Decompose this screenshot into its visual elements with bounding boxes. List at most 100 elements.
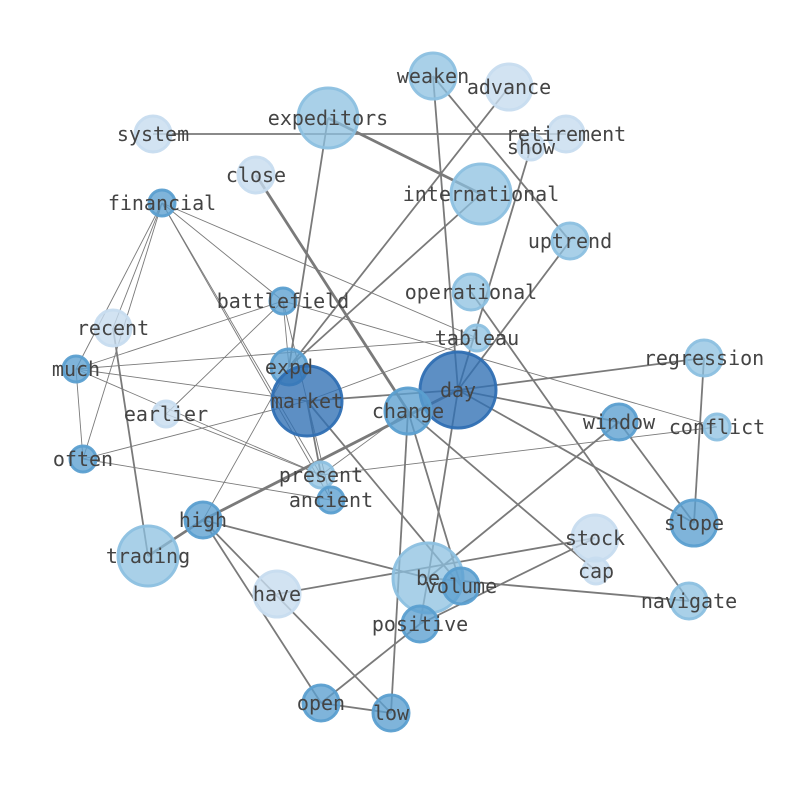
node-label-window: window xyxy=(583,410,656,434)
node-label-financial: financial xyxy=(108,191,216,215)
edge-high-be xyxy=(202,519,429,579)
edge-financial-recent xyxy=(112,202,163,329)
node-much[interactable] xyxy=(61,354,91,384)
node-label-change: change xyxy=(372,399,444,423)
node-positive[interactable] xyxy=(400,604,440,644)
node-layer xyxy=(61,51,732,733)
node-low[interactable] xyxy=(371,693,411,733)
edge-window-be xyxy=(427,421,620,579)
node-label-often: often xyxy=(53,447,113,471)
node-ancient[interactable] xyxy=(316,485,346,515)
edge-international-expd xyxy=(288,193,482,368)
edge-close-change xyxy=(254,174,410,412)
node-label-trading: trading xyxy=(106,544,190,568)
node-open[interactable] xyxy=(301,683,341,723)
node-label-positive: positive xyxy=(372,612,468,636)
node-label-weaken: weaken xyxy=(397,64,469,88)
node-slope[interactable] xyxy=(669,498,719,548)
node-label-high: high xyxy=(179,508,227,532)
edge-financial-tableau xyxy=(161,202,478,339)
edge-financial-battlefield xyxy=(161,202,284,302)
edge-operational-navigate xyxy=(470,291,690,602)
node-battlefield[interactable] xyxy=(268,286,298,316)
edge-positive-stock xyxy=(419,537,596,625)
edge-weaken-uptrend xyxy=(432,75,571,242)
edge-recent-trading xyxy=(112,327,149,557)
edge-financial-ancient xyxy=(161,202,332,501)
edge-earlier-present xyxy=(165,413,322,476)
edge-battlefield-conflict xyxy=(282,300,718,428)
edge-financial-much xyxy=(75,202,163,370)
node-recent[interactable] xyxy=(93,308,133,348)
node-label-day: day xyxy=(440,378,476,402)
node-label-low: low xyxy=(373,701,410,725)
node-system[interactable] xyxy=(133,114,173,154)
node-label-advance: advance xyxy=(467,75,551,99)
edge-often-ancient xyxy=(82,458,332,501)
node-label-much: much xyxy=(52,357,100,381)
edge-battlefield-much xyxy=(75,300,284,370)
edge-high-low xyxy=(202,519,392,714)
node-label-have: have xyxy=(253,582,301,606)
node-retirement[interactable] xyxy=(546,114,586,154)
node-regression[interactable] xyxy=(684,338,724,378)
edge-weaken-day xyxy=(432,75,459,391)
edge-positive-open xyxy=(320,623,421,704)
node-tableau[interactable] xyxy=(462,323,492,353)
node-label-international: international xyxy=(403,182,560,206)
node-trading[interactable] xyxy=(116,524,180,588)
edge-day-regression xyxy=(457,357,705,391)
node-label-open: open xyxy=(297,691,345,715)
node-close[interactable] xyxy=(236,155,276,195)
edge-advance-expd xyxy=(288,86,510,368)
node-label-volume: volume xyxy=(425,574,497,598)
node-label-regression: regression xyxy=(644,346,764,370)
node-label-uptrend: uptrend xyxy=(528,229,612,253)
node-label-be: be xyxy=(416,566,440,590)
edge-present-conflict xyxy=(320,426,718,476)
node-label-system: system xyxy=(117,122,189,146)
node-have[interactable] xyxy=(252,569,302,619)
node-high[interactable] xyxy=(183,500,223,540)
node-international[interactable] xyxy=(449,162,513,226)
node-cap[interactable] xyxy=(581,556,611,586)
node-volume[interactable] xyxy=(441,566,481,606)
node-label-operational: operational xyxy=(405,280,537,304)
node-financial[interactable] xyxy=(147,188,177,218)
node-label-ancient: ancient xyxy=(289,488,373,512)
edge-regression-slope xyxy=(693,357,705,524)
edge-much-present xyxy=(75,368,322,476)
node-navigate[interactable] xyxy=(669,581,709,621)
node-label-stock: stock xyxy=(565,526,625,550)
node-label-retirement: retirement xyxy=(506,122,626,146)
node-uptrend[interactable] xyxy=(550,221,590,261)
node-label-recent: recent xyxy=(77,316,149,340)
node-present[interactable] xyxy=(306,460,336,490)
node-show[interactable] xyxy=(516,132,546,162)
node-label-tableau: tableau xyxy=(435,326,519,350)
node-label-earlier: earlier xyxy=(124,402,208,426)
node-expeditors[interactable] xyxy=(296,86,360,150)
node-conflict[interactable] xyxy=(702,412,732,442)
edge-change-cap xyxy=(407,410,597,572)
node-label-conflict: conflict xyxy=(669,415,765,439)
node-change[interactable] xyxy=(383,386,433,436)
node-window[interactable] xyxy=(599,402,639,442)
node-label-close: close xyxy=(226,163,286,187)
node-label-market: market xyxy=(271,389,343,413)
edge-often-market xyxy=(82,400,308,460)
node-market[interactable] xyxy=(270,364,344,438)
node-label-battlefield: battlefield xyxy=(217,289,349,313)
node-label-cap: cap xyxy=(578,559,614,583)
node-earlier[interactable] xyxy=(151,399,181,429)
node-often[interactable] xyxy=(68,444,98,474)
node-operational[interactable] xyxy=(451,272,491,312)
node-label-navigate: navigate xyxy=(641,589,737,613)
edge-much-often xyxy=(75,368,84,460)
node-label-expeditors: expeditors xyxy=(268,106,388,130)
node-advance[interactable] xyxy=(484,62,534,112)
node-weaken[interactable] xyxy=(408,51,458,101)
